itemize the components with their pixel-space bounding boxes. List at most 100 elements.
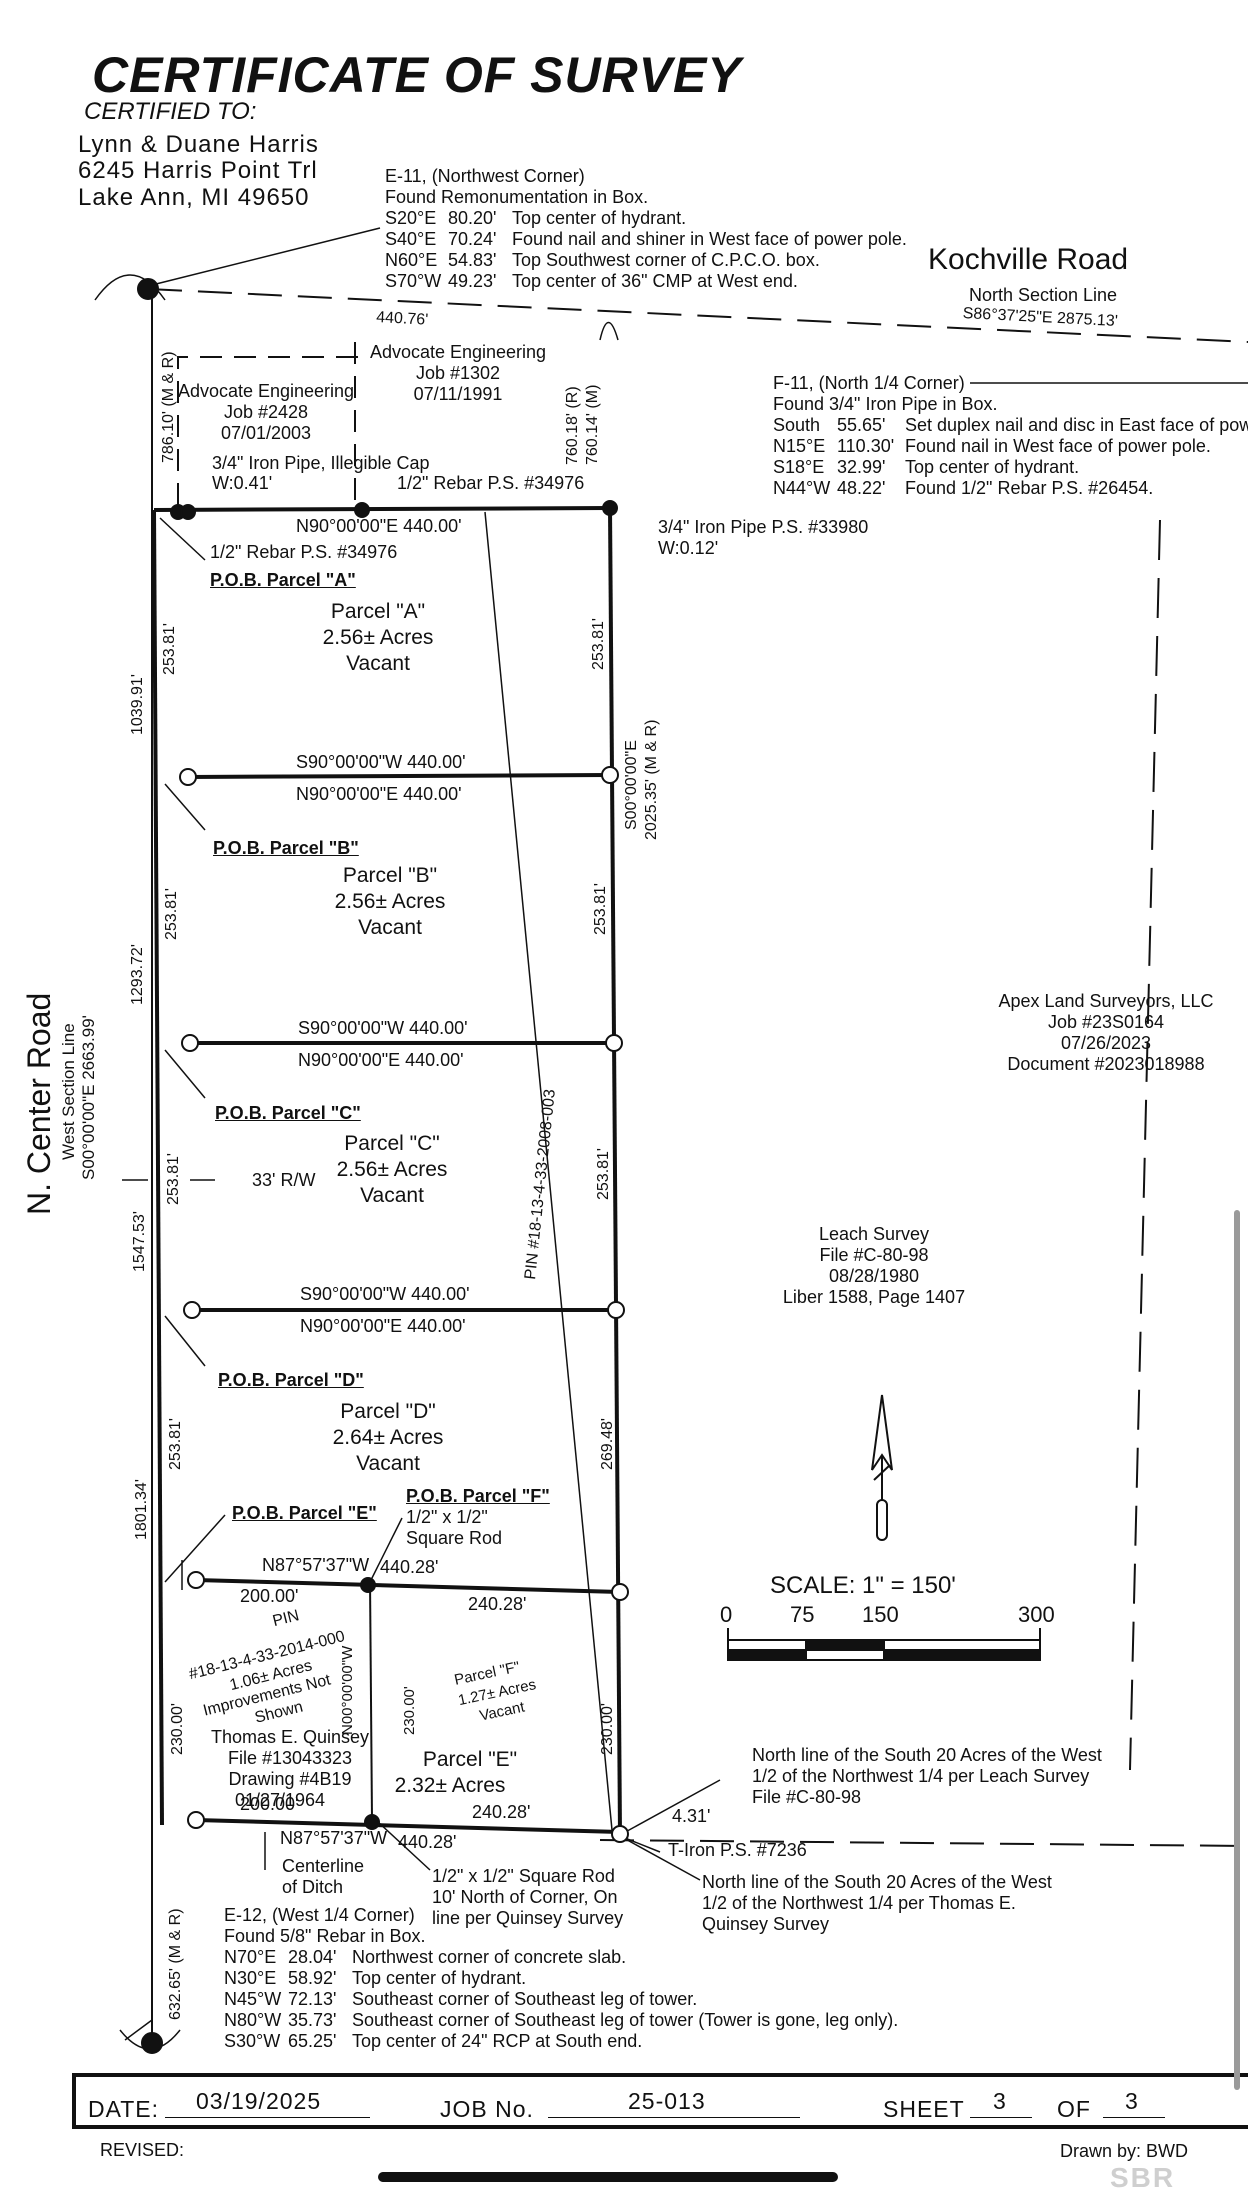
- pob-e: P.O.B. Parcel "E": [232, 1503, 377, 1523]
- e-south-east-dist: 240.28': [472, 1802, 531, 1822]
- dim-f-west: 230.00': [401, 1686, 418, 1735]
- e12-tie-desc: Southeast corner of Southeast leg of tow…: [352, 1989, 698, 2009]
- leach-date: 08/28/1980: [828, 1266, 920, 1286]
- e-north-east-dist: 240.28': [468, 1594, 527, 1614]
- e11-tie-dist: 49.23': [448, 271, 497, 291]
- dim-d-east: 269.48': [599, 1418, 616, 1470]
- e12-title: E-12, (West 1/4 Corner): [224, 1905, 415, 1925]
- a-north-bearing: N90°00'00"E 440.00': [296, 516, 462, 536]
- dim-2025: 2025.35' (M & R): [643, 720, 660, 840]
- sheet-label: SHEET: [883, 2096, 965, 2122]
- quinsey-date: 01/27/1964: [234, 1790, 326, 1810]
- north-arrow-icon: [871, 1394, 893, 1541]
- adv2428-date: 07/01/2003: [220, 423, 312, 443]
- f11-tie-bearing: N15°E: [773, 436, 826, 456]
- watermark-logo: SBR: [1110, 2162, 1176, 2193]
- leach-name: Leach Survey: [818, 1224, 930, 1244]
- pob-a: P.O.B. Parcel "A": [210, 570, 356, 590]
- title-block: [72, 2073, 1248, 2129]
- e12-tie-bearing: N80°W: [224, 2010, 282, 2030]
- e11-tie-desc: Top center of 36" CMP at West end.: [512, 271, 798, 291]
- quinsey-line-note: North line of the South 20 Acres of the …: [702, 1872, 1052, 1892]
- row-label: 33' R/W: [252, 1170, 316, 1190]
- scale-tick: 150: [862, 1602, 899, 1627]
- dim-4-31: 4.31': [672, 1806, 711, 1826]
- adv2428-job: Job #2428: [223, 402, 309, 422]
- kochville-bearing: S86°37'25"E 2875.13': [962, 305, 1118, 330]
- leach-line-note: 1/2 of the Northwest 1/4 per Leach Surve…: [752, 1766, 1090, 1786]
- e11-tie-desc: Top center of hydrant.: [512, 208, 687, 228]
- dim-632: 632.65' (M & R): [167, 1908, 184, 2020]
- e11-tie-desc: Top Southwest corner of C.P.C.O. box.: [512, 250, 820, 270]
- e-south-west-dist: 200.00': [240, 1794, 299, 1814]
- bearing-f-west: N00°00'00"W: [339, 1645, 356, 1735]
- d-south-bearing: N87°57'37"W: [262, 1555, 370, 1575]
- e12-tie-bearing: N45°W: [224, 1989, 282, 2009]
- date-underline: [165, 2117, 370, 2118]
- ditch-label: of Ditch: [282, 1877, 344, 1897]
- f11-tie-desc: Found nail in West face of power pole.: [905, 436, 1211, 456]
- f11-tie-dist: 110.30': [837, 436, 895, 456]
- dim-c-east: 253.81': [595, 1148, 612, 1200]
- dim-c-west: 253.81': [165, 1153, 182, 1205]
- f11-tie-dist: 55.65': [837, 415, 886, 435]
- square-rod-note: 10' North of Corner, On: [432, 1887, 618, 1907]
- f11-tie-desc: Set duplex nail and disc in East face of…: [905, 415, 1248, 435]
- client-city: Lake Ann, MI 49650: [78, 184, 310, 211]
- west-road-name: N. Center Road: [21, 993, 57, 1215]
- dim-1293: 1293.72': [129, 944, 146, 1005]
- of-underline: [1103, 2117, 1165, 2118]
- parcel-a-name: Parcel "A": [330, 600, 426, 623]
- sheet-underline: [970, 2117, 1032, 2118]
- e12-tie-desc: Northwest corner of concrete slab.: [352, 1947, 627, 1967]
- home-indicator[interactable]: [378, 2172, 838, 2182]
- scroll-indicator[interactable]: [1234, 1210, 1240, 2090]
- parcel-d-acres: 2.64± Acres: [332, 1426, 444, 1449]
- e11-tie-bearing: S70°W: [385, 271, 442, 291]
- scale-label: SCALE: 1" = 150': [770, 1572, 956, 1599]
- leach-file: File #C-80-98: [819, 1245, 929, 1265]
- bearing-east-s00e: S00°00'00"E: [623, 740, 640, 830]
- job-underline: [548, 2117, 800, 2118]
- dim-440-76: 440.76': [376, 309, 429, 329]
- parcel-d-use: Vacant: [356, 1452, 420, 1475]
- parcel-e-acres: 2.32± Acres: [394, 1774, 506, 1797]
- e12-tie-desc: Top center of 24" RCP at South end.: [352, 2031, 643, 2051]
- dim-1547: 1547.53': [131, 1211, 148, 1272]
- client-street: 6245 Harris Point Trl: [78, 157, 318, 184]
- e11-found: Found Remonumentation in Box.: [385, 187, 649, 207]
- job-label: JOB No.: [440, 2096, 534, 2122]
- e11-tie-dist: 70.24': [448, 229, 497, 249]
- pin-label: PIN #18-13-4-33-2008-003: [522, 1088, 559, 1280]
- iron-ne-w: W:0.12': [658, 538, 719, 558]
- f11-tie-bearing: S18°E: [773, 457, 825, 477]
- e12-tie-bearing: N70°E: [224, 1947, 277, 1967]
- adv2428-name: Advocate Engineering: [177, 381, 355, 401]
- page-title: CERTIFICATE OF SURVEY: [92, 47, 742, 103]
- dim-b-east: 253.81': [592, 883, 609, 935]
- adv1302-date: 07/11/1991: [413, 384, 503, 404]
- f11-tie-bearing: South: [773, 415, 821, 435]
- e12-tie-dist: 72.13': [288, 1989, 337, 2009]
- dim-786: 786.10' (M & R): [160, 351, 177, 463]
- c-south-bearing: S90°00'00"W 440.00': [300, 1284, 470, 1304]
- quinsey-pin-label: PIN: [271, 1607, 301, 1630]
- quinsey-line-note: Quinsey Survey: [702, 1914, 830, 1934]
- square-rod-label: 1/2" x 1/2": [406, 1507, 488, 1527]
- parcel-b-acres: 2.56± Acres: [334, 890, 446, 913]
- f11-tie-bearing: N44°W: [773, 478, 831, 498]
- parcel-b-use: Vacant: [358, 916, 422, 939]
- parcel-d-name: Parcel "D": [340, 1400, 436, 1423]
- iron-illegible-w: W:0.41': [212, 473, 273, 493]
- pob-f: P.O.B. Parcel "F": [406, 1486, 550, 1506]
- quinsey-line-note: 1/2 of the Northwest 1/4 per Thomas E.: [702, 1893, 1016, 1913]
- e-south-dist: 440.28': [398, 1832, 457, 1852]
- scale-tick: 300: [1018, 1602, 1055, 1627]
- apex-job: Job #23S0164: [1047, 1012, 1165, 1032]
- dim-1801: 1801.34': [133, 1479, 150, 1540]
- e11-tie-dist: 80.20': [448, 208, 497, 228]
- parcel-c-name: Parcel "C": [344, 1132, 440, 1155]
- leach-liber: Liber 1588, Page 1407: [782, 1287, 966, 1307]
- north-road-name: Kochville Road: [928, 243, 1129, 276]
